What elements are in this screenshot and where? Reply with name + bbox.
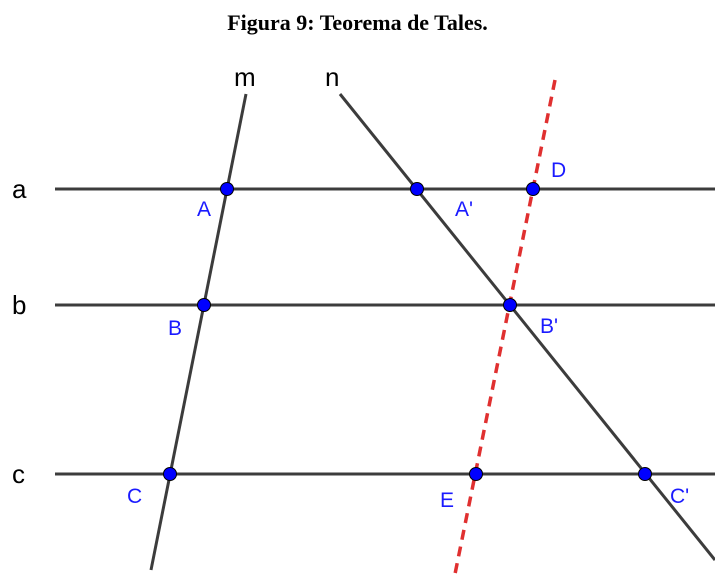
point-C-prime (638, 467, 652, 481)
figure-caption: Figura 9: Teorema de Tales. (227, 10, 488, 35)
transversal-m (149, 93, 248, 571)
point-E (469, 467, 483, 481)
point-label-A-prime: A' (455, 198, 473, 221)
line-label-c: c (12, 459, 25, 489)
line-label-n: n (325, 62, 339, 92)
point-label-B-prime: B' (540, 315, 558, 338)
point-B-prime (503, 298, 517, 312)
point-A (220, 182, 234, 196)
point-label-B: B (168, 317, 182, 340)
point-label-E: E (440, 489, 454, 512)
line-label-b: b (12, 290, 26, 320)
line-label-a: a (12, 174, 27, 204)
point-label-C-prime: C' (670, 485, 689, 508)
point-label-C: C (127, 485, 142, 508)
point-B (197, 298, 211, 312)
point-label-D: D (551, 159, 566, 182)
point-C (163, 467, 177, 481)
line-label-m: m (234, 62, 256, 92)
point-label-A: A (197, 198, 211, 221)
point-A-prime (410, 182, 424, 196)
point-D (526, 182, 540, 196)
transversal-n (338, 93, 715, 561)
